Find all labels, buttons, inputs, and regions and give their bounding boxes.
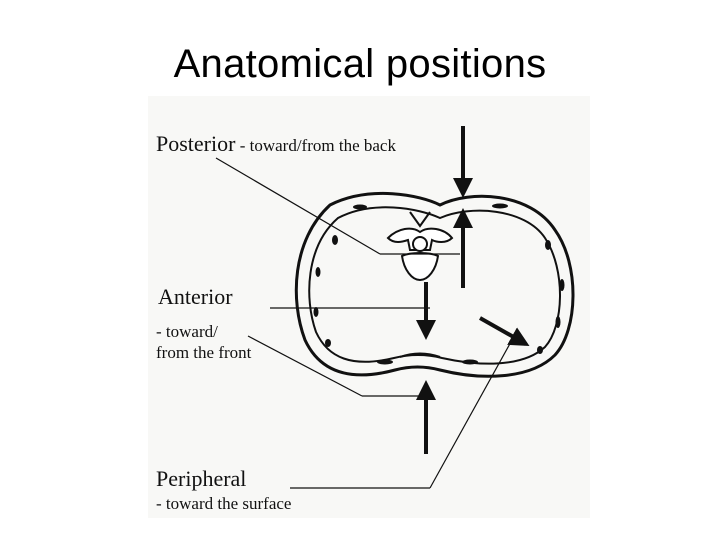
anterior-definition-line1: - toward/ <box>156 322 218 341</box>
body-outline-inner <box>308 206 561 365</box>
arrow-peripheral <box>479 316 530 346</box>
direction-arrows <box>416 126 530 454</box>
posterior-label: Posterior - toward/from the back <box>156 133 396 155</box>
figure-panel <box>148 96 590 518</box>
posterior-definition: - toward/from the back <box>235 136 396 155</box>
peripheral-definition: - toward the surface <box>156 494 292 513</box>
slide-title: Anatomical positions <box>173 42 547 86</box>
leader-lines <box>215 157 513 489</box>
body-outline-outer <box>294 192 575 378</box>
posterior-term: Posterior <box>156 131 236 156</box>
rib-segments <box>313 203 565 365</box>
peripheral-term: Peripheral <box>156 466 247 491</box>
vertebra <box>386 211 454 282</box>
anterior-term: Anterior <box>158 284 233 309</box>
anterior-definition-line2: from the front <box>156 343 252 362</box>
sternum <box>399 352 441 358</box>
